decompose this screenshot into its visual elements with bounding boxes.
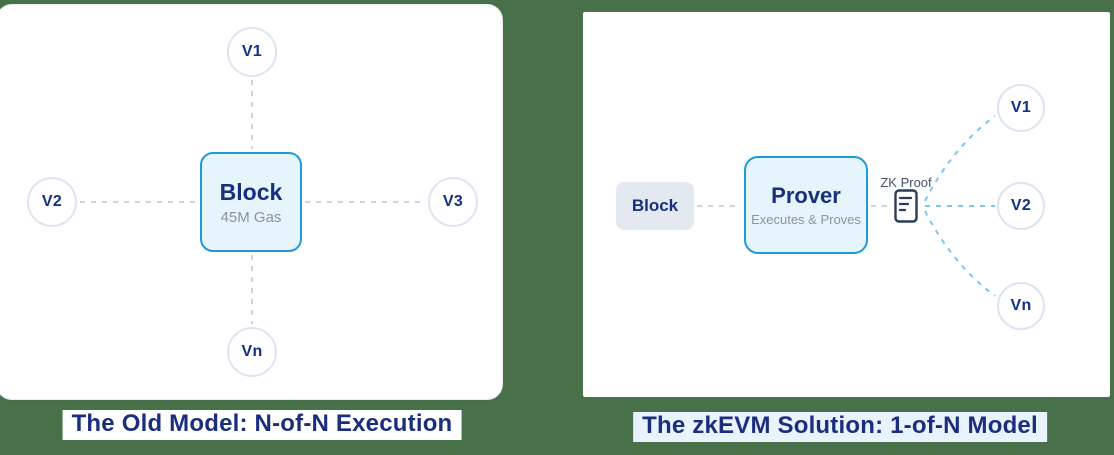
prover-title: Prover bbox=[771, 183, 841, 208]
validator-label: V1 bbox=[1010, 99, 1032, 116]
validator-label: V1 bbox=[241, 43, 263, 60]
validator-node-v2-right-panel: V2 bbox=[997, 182, 1045, 230]
prover-node: Prover Executes & Proves bbox=[744, 156, 868, 254]
validator-label: Vn bbox=[241, 343, 263, 360]
block-gas-subtitle: 45M Gas bbox=[220, 208, 282, 226]
block-node-zkevm: Block bbox=[616, 182, 694, 230]
zk-proof-label: ZK Proof bbox=[880, 175, 932, 190]
old-model-caption: The Old Model: N-of-N Execution bbox=[62, 410, 462, 440]
zk-proof-document-icon bbox=[894, 189, 918, 223]
block-label: Block bbox=[631, 196, 679, 215]
validator-label: V3 bbox=[442, 193, 464, 210]
validator-label: V2 bbox=[1010, 197, 1032, 214]
validator-node-v1-right-panel: V1 bbox=[997, 84, 1045, 132]
validator-node-v3-left-panel: V3 bbox=[428, 177, 478, 227]
block-title: Block bbox=[219, 178, 283, 205]
validator-node-vn-right-panel: Vn bbox=[997, 282, 1045, 330]
prover-subtitle: Executes & Proves bbox=[751, 212, 861, 227]
block-node: Block 45M Gas bbox=[200, 152, 302, 252]
validator-node-vn-left-panel: Vn bbox=[227, 327, 277, 377]
validator-label: V2 bbox=[41, 193, 63, 210]
validator-label: Vn bbox=[1010, 297, 1032, 314]
validator-node-v1-left-panel: V1 bbox=[227, 27, 277, 77]
zkevm-solution-caption: The zkEVM Solution: 1-of-N Model bbox=[633, 412, 1047, 442]
validator-node-v2-left-panel: V2 bbox=[27, 177, 77, 227]
